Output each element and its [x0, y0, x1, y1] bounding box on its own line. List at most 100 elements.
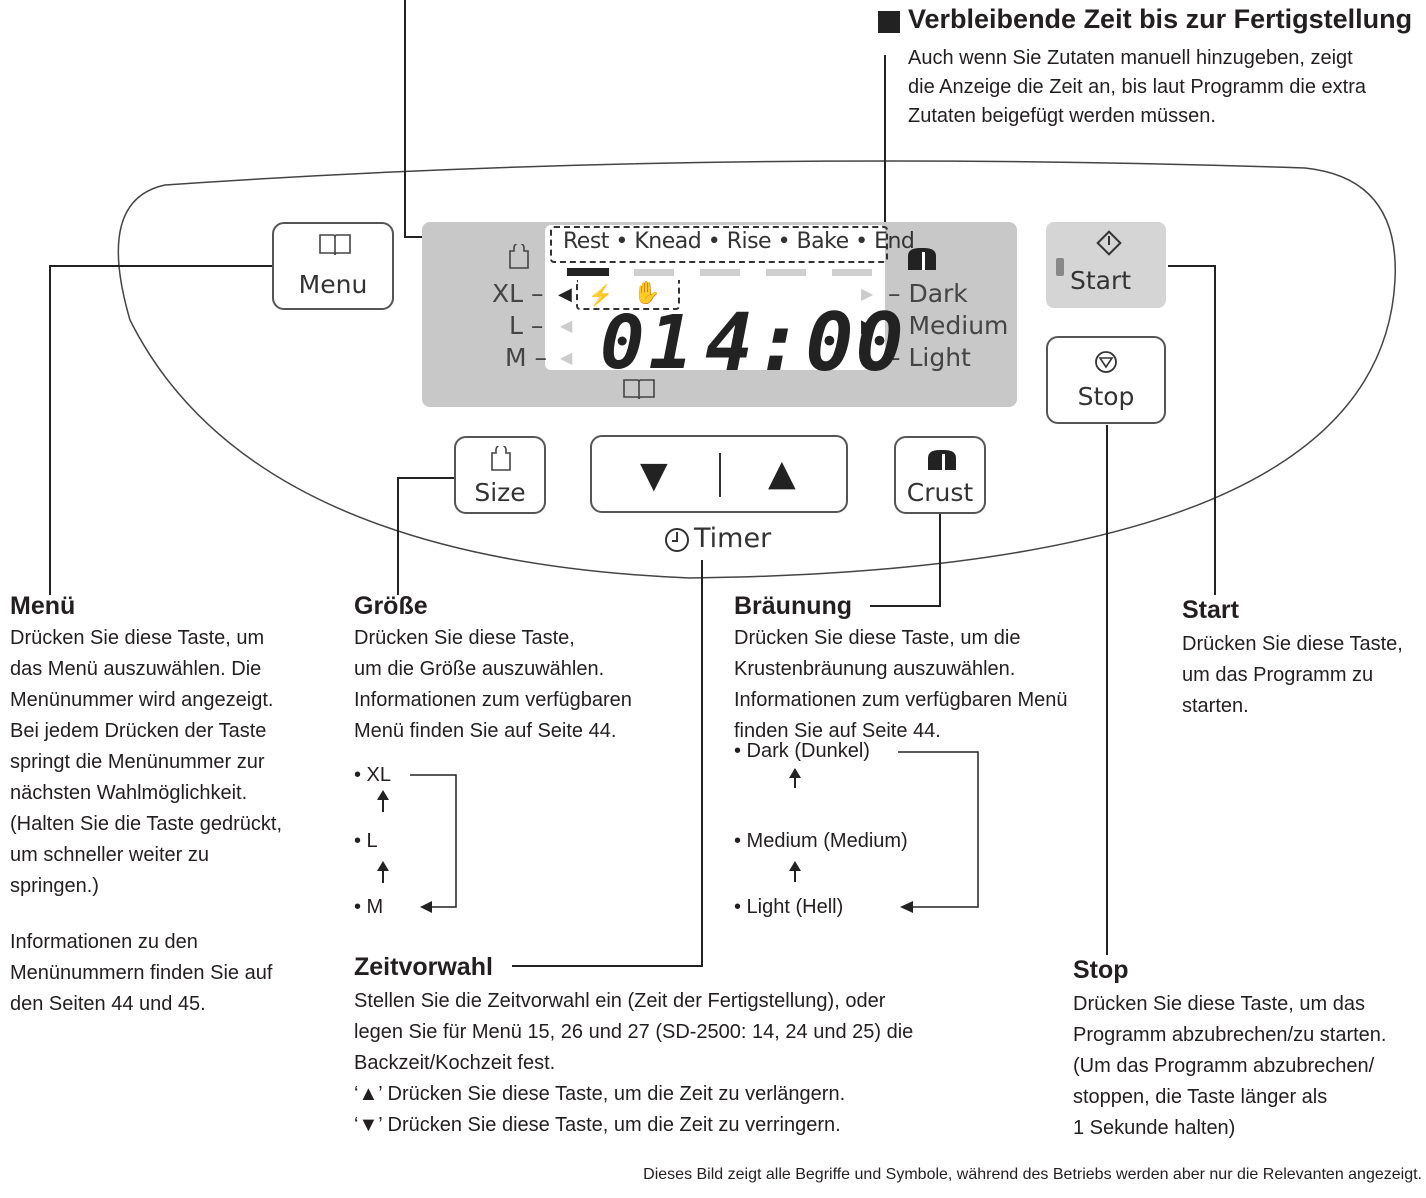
- crust-light-label: – Light: [888, 343, 971, 372]
- stop-section-line: Programm abzubrechen/zu starten.: [1073, 1024, 1387, 1046]
- crust-medium-label: – Medium: [888, 311, 1009, 340]
- phase-bar-bake: [766, 269, 806, 276]
- right-triangle-icon: ▶: [861, 286, 874, 303]
- left-triangle-icon: ◀: [560, 350, 573, 367]
- crust-section-line: Krustenbräunung auszuwählen.: [734, 658, 1016, 680]
- menu-section-line: Drücken Sie diese Taste, um: [10, 627, 265, 649]
- phase-box: [550, 226, 888, 263]
- start-led-indicator: [1056, 258, 1064, 276]
- menu-section-line: nächsten Wahlmöglichkeit.: [10, 782, 248, 804]
- menu-section-line: (Halten Sie die Taste gedrückt,: [10, 813, 283, 835]
- remaining-time-line: die Anzeige die Zeit an, bis laut Progra…: [908, 76, 1367, 98]
- lcd-screen: [545, 225, 885, 370]
- loaf-size-icon: [490, 444, 512, 476]
- size-section-line: Informationen zum verfügbaren: [354, 689, 632, 711]
- timer-section-line: Stellen Sie die Zeitvorwahl ein (Zeit de…: [354, 990, 886, 1012]
- crust-button[interactable]: Crust: [894, 436, 986, 514]
- stop-section-line: Drücken Sie diese Taste, um das: [1073, 993, 1366, 1015]
- timer-section-line: Backzeit/Kochzeit fest.: [354, 1052, 556, 1074]
- size-m-label: M –: [505, 343, 548, 372]
- phase-bar-end: [832, 269, 872, 276]
- crust-icon: [926, 448, 958, 476]
- size-xl-label: XL –: [492, 279, 544, 308]
- remaining-time-title: Verbleibende Zeit bis zur Fertigstellung: [908, 4, 1413, 34]
- right-triangle-icon: ▶: [861, 350, 874, 367]
- timer-section-line: legen Sie für Menü 15, 26 und 27 (SD-250…: [354, 1021, 914, 1043]
- size-section-line: Drücken Sie diese Taste,: [354, 627, 575, 649]
- stop-icon: [1094, 350, 1118, 378]
- crust-icon: [906, 246, 938, 277]
- timer-section-line: ‘▲’ Drücken Sie diese Taste, um die Zeit…: [354, 1083, 846, 1105]
- hand-icon: ✋: [633, 280, 661, 305]
- menu-section-line: springen.): [10, 875, 99, 897]
- crust-option: • Medium (Medium): [734, 830, 908, 852]
- start-section-title: Start: [1182, 596, 1239, 624]
- crust-section-line: finden Sie auf Seite 44.: [734, 720, 941, 742]
- start-icon: [1096, 230, 1122, 261]
- crust-section-line: Informationen zum verfügbaren Menü: [734, 689, 1068, 711]
- start-section-line: starten.: [1182, 695, 1249, 717]
- down-arrow-button[interactable]: ▼: [640, 455, 668, 496]
- stop-section-title: Stop: [1073, 956, 1129, 984]
- add-ingredient-box: [576, 280, 680, 310]
- menu-number-readout: 01: [600, 300, 698, 386]
- timer-label: Timer: [694, 523, 772, 554]
- size-label: Size: [474, 478, 526, 507]
- size-section-title: Größe: [354, 592, 428, 620]
- phase-bar-rest: [567, 268, 609, 276]
- size-section-line: Menü finden Sie auf Seite 44.: [354, 720, 617, 742]
- stop-section-line: 1 Sekunde halten): [1073, 1117, 1236, 1139]
- phase-labels: Rest • Knead • Rise • Bake • End: [563, 229, 915, 254]
- phase-bar-rise: [700, 269, 740, 276]
- crust-section-title: Bräunung: [734, 592, 853, 620]
- loaf-size-icon: [508, 242, 530, 275]
- book-icon: [318, 232, 352, 256]
- crust-dark-label: – Dark: [888, 279, 968, 308]
- plug-icon: ⚡: [588, 285, 613, 307]
- timer-section-title: Zeitvorwahl: [354, 953, 493, 981]
- book-icon: [622, 378, 656, 405]
- menu-label: Menu: [298, 270, 368, 299]
- size-option: • M: [354, 896, 384, 918]
- menu-section-line: das Menü auszuwählen. Die: [10, 658, 262, 680]
- clock-icon: [663, 526, 691, 559]
- menu-section-line: um schneller weiter zu: [10, 844, 209, 866]
- left-triangle-icon: ◀: [558, 284, 572, 304]
- timer-section-line: ‘▼’ Drücken Sie diese Taste, um die Zeit…: [354, 1114, 841, 1136]
- size-option: • XL: [354, 764, 392, 786]
- remaining-time-line: Auch wenn Sie Zutaten manuell hinzugeben…: [908, 47, 1353, 69]
- crust-option: • Dark (Dunkel): [734, 740, 870, 762]
- size-option: • L: [354, 830, 378, 852]
- menu-section-line: den Seiten 44 und 45.: [10, 993, 206, 1015]
- menu-section-line: Menünummer wird angezeigt.: [10, 689, 274, 711]
- menu-section-line: Bei jedem Drücken der Taste: [10, 720, 267, 742]
- button-divider: [719, 453, 721, 497]
- crust-label: Crust: [906, 478, 974, 507]
- size-l-label: L –: [509, 311, 544, 340]
- start-label: Start: [1070, 266, 1132, 295]
- footer-note: Dieses Bild zeigt alle Begriffe und Symb…: [643, 1166, 1422, 1183]
- menu-section-line: Informationen zu den: [10, 931, 198, 953]
- phase-bar-knead: [634, 269, 674, 276]
- start-section-line: um das Programm zu: [1182, 664, 1374, 686]
- time-readout: 4:00: [705, 296, 906, 389]
- size-button[interactable]: Size: [454, 436, 546, 514]
- stop-button[interactable]: Stop: [1046, 336, 1166, 424]
- crust-option: • Light (Hell): [734, 896, 844, 918]
- menu-section-line: springt die Menünummer zur: [10, 751, 265, 773]
- stop-section-line: stoppen, die Taste länger als: [1073, 1086, 1328, 1108]
- menu-button[interactable]: Menu: [272, 222, 394, 310]
- right-triangle-icon: ▶: [861, 316, 875, 336]
- stop-section-line: (Um das Programm abzubrechen/: [1073, 1055, 1375, 1077]
- start-section-line: Drücken Sie diese Taste,: [1182, 633, 1403, 655]
- start-button[interactable]: Start: [1046, 222, 1166, 308]
- menu-section-line: Menünummern finden Sie auf: [10, 962, 273, 984]
- left-triangle-icon: ◀: [560, 318, 573, 335]
- menu-section-title: Menü: [10, 592, 76, 620]
- size-section-line: um die Größe auszuwählen.: [354, 658, 605, 680]
- stop-label: Stop: [1077, 382, 1135, 411]
- remaining-time-line: Zutaten beigefügt werden müssen.: [908, 105, 1216, 127]
- up-arrow-button[interactable]: ▲: [768, 453, 796, 494]
- crust-section-line: Drücken Sie diese Taste, um die: [734, 627, 1021, 649]
